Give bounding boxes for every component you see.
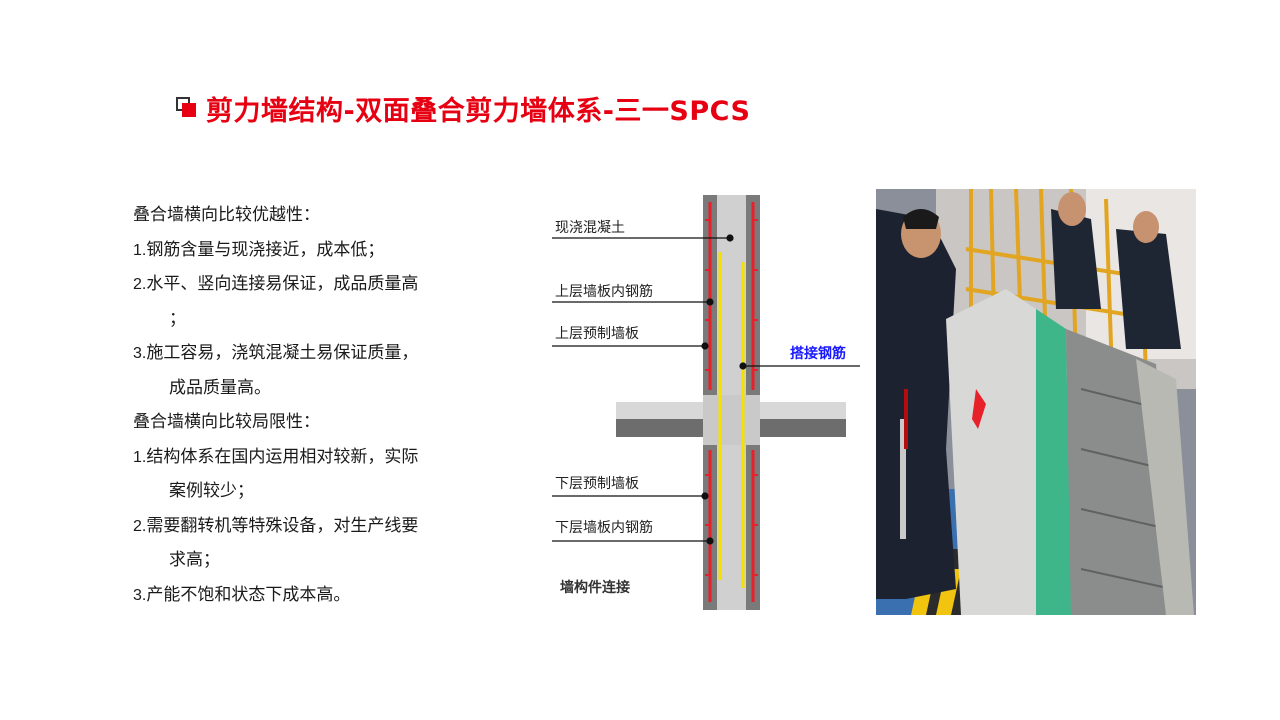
connection-zone [703,395,760,445]
page-title: 剪力墙结构-双面叠合剪力墙体系-三一SPCS [206,95,751,127]
label-lap-rebar: 搭接钢筋 [790,345,846,362]
title-bullet-icon [176,97,198,119]
wall-connection-diagram: 现浇混凝土 上层墙板内钢筋 上层预制墙板 搭接钢筋 下层预制墙板 下层墙板内钢筋… [540,190,860,620]
photo-image [876,189,1196,615]
comparison-text: 叠合墙横向比较优越性： 1.钢筋含量与现浇接近，成本低； 2.水平、竖向连接易保… [133,198,463,612]
advantage-item-1: 1.钢筋含量与现浇接近，成本低； [133,239,385,260]
label-lower-panel: 下层预制墙板 [555,476,639,492]
limitations-heading: 叠合墙横向比较局限性： [133,412,320,432]
limitation-item-1: 1.结构体系在国内运用相对较新，实际 [133,446,419,467]
label-cast-concrete: 现浇混凝土 [555,220,625,236]
label-upper-panel: 上层预制墙板 [555,326,639,342]
advantage-item-2-cont: ； [169,308,186,329]
advantage-item-3: 3.施工容易，浇筑混凝土易保证质量， [133,343,419,363]
limitation-item-2: 2.需要翻转机等特殊设备，对生产线要 [133,515,419,536]
label-caption: 墙构件连接 [560,579,630,596]
limitation-item-1-cont: 案例较少； [169,481,254,501]
page-title-row: 剪力墙结构-双面叠合剪力墙体系-三一SPCS [176,88,750,128]
advantage-item-2: 2.水平、竖向连接易保证，成品质量高 [133,274,419,294]
label-lower-rebar: 下层墙板内钢筋 [555,519,653,536]
advantages-heading: 叠合墙横向比较优越性： [133,205,320,225]
limitation-item-3: 3.产能不饱和状态下成本高。 [133,584,351,605]
exhibition-photo [876,189,1196,615]
advantage-item-3-cont: 成品质量高。 [169,377,271,398]
label-upper-rebar: 上层墙板内钢筋 [555,283,653,300]
limitation-item-2-cont: 求高； [169,550,220,570]
